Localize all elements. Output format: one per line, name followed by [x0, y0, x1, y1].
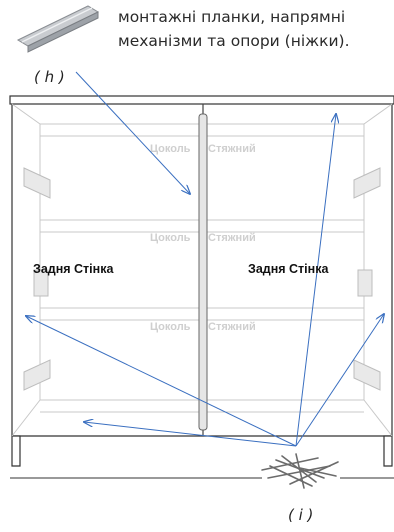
side-brackets [23, 167, 381, 391]
label-i: ( i ) [288, 506, 314, 524]
door-center-handle [198, 104, 208, 436]
faint-label-plinth: Цоколь [150, 143, 191, 155]
faint-label-tie: Стяжний [208, 143, 256, 155]
faint-label-tie: Стяжний [208, 232, 256, 244]
faint-label-tie: Стяжний [208, 321, 256, 333]
faint-label-plinth: Цоколь [150, 321, 191, 333]
label-h: ( h ) [34, 68, 65, 86]
mounting-rail-illustration [16, 5, 100, 53]
description-line: монтажні планки, напрямні [118, 8, 346, 26]
back-wall-label-right: Задня Стінка [248, 262, 329, 276]
description-line: механізми та опори (ніжки). [118, 32, 350, 50]
back-wall-label-left: Задня Стінка [33, 262, 114, 276]
pointer-arrows [26, 71, 384, 447]
faint-label-plinth: Цоколь [150, 232, 191, 244]
screws-illustration [261, 453, 339, 489]
parts-description: монтажні планки, напрямні механізми та о… [118, 5, 390, 53]
